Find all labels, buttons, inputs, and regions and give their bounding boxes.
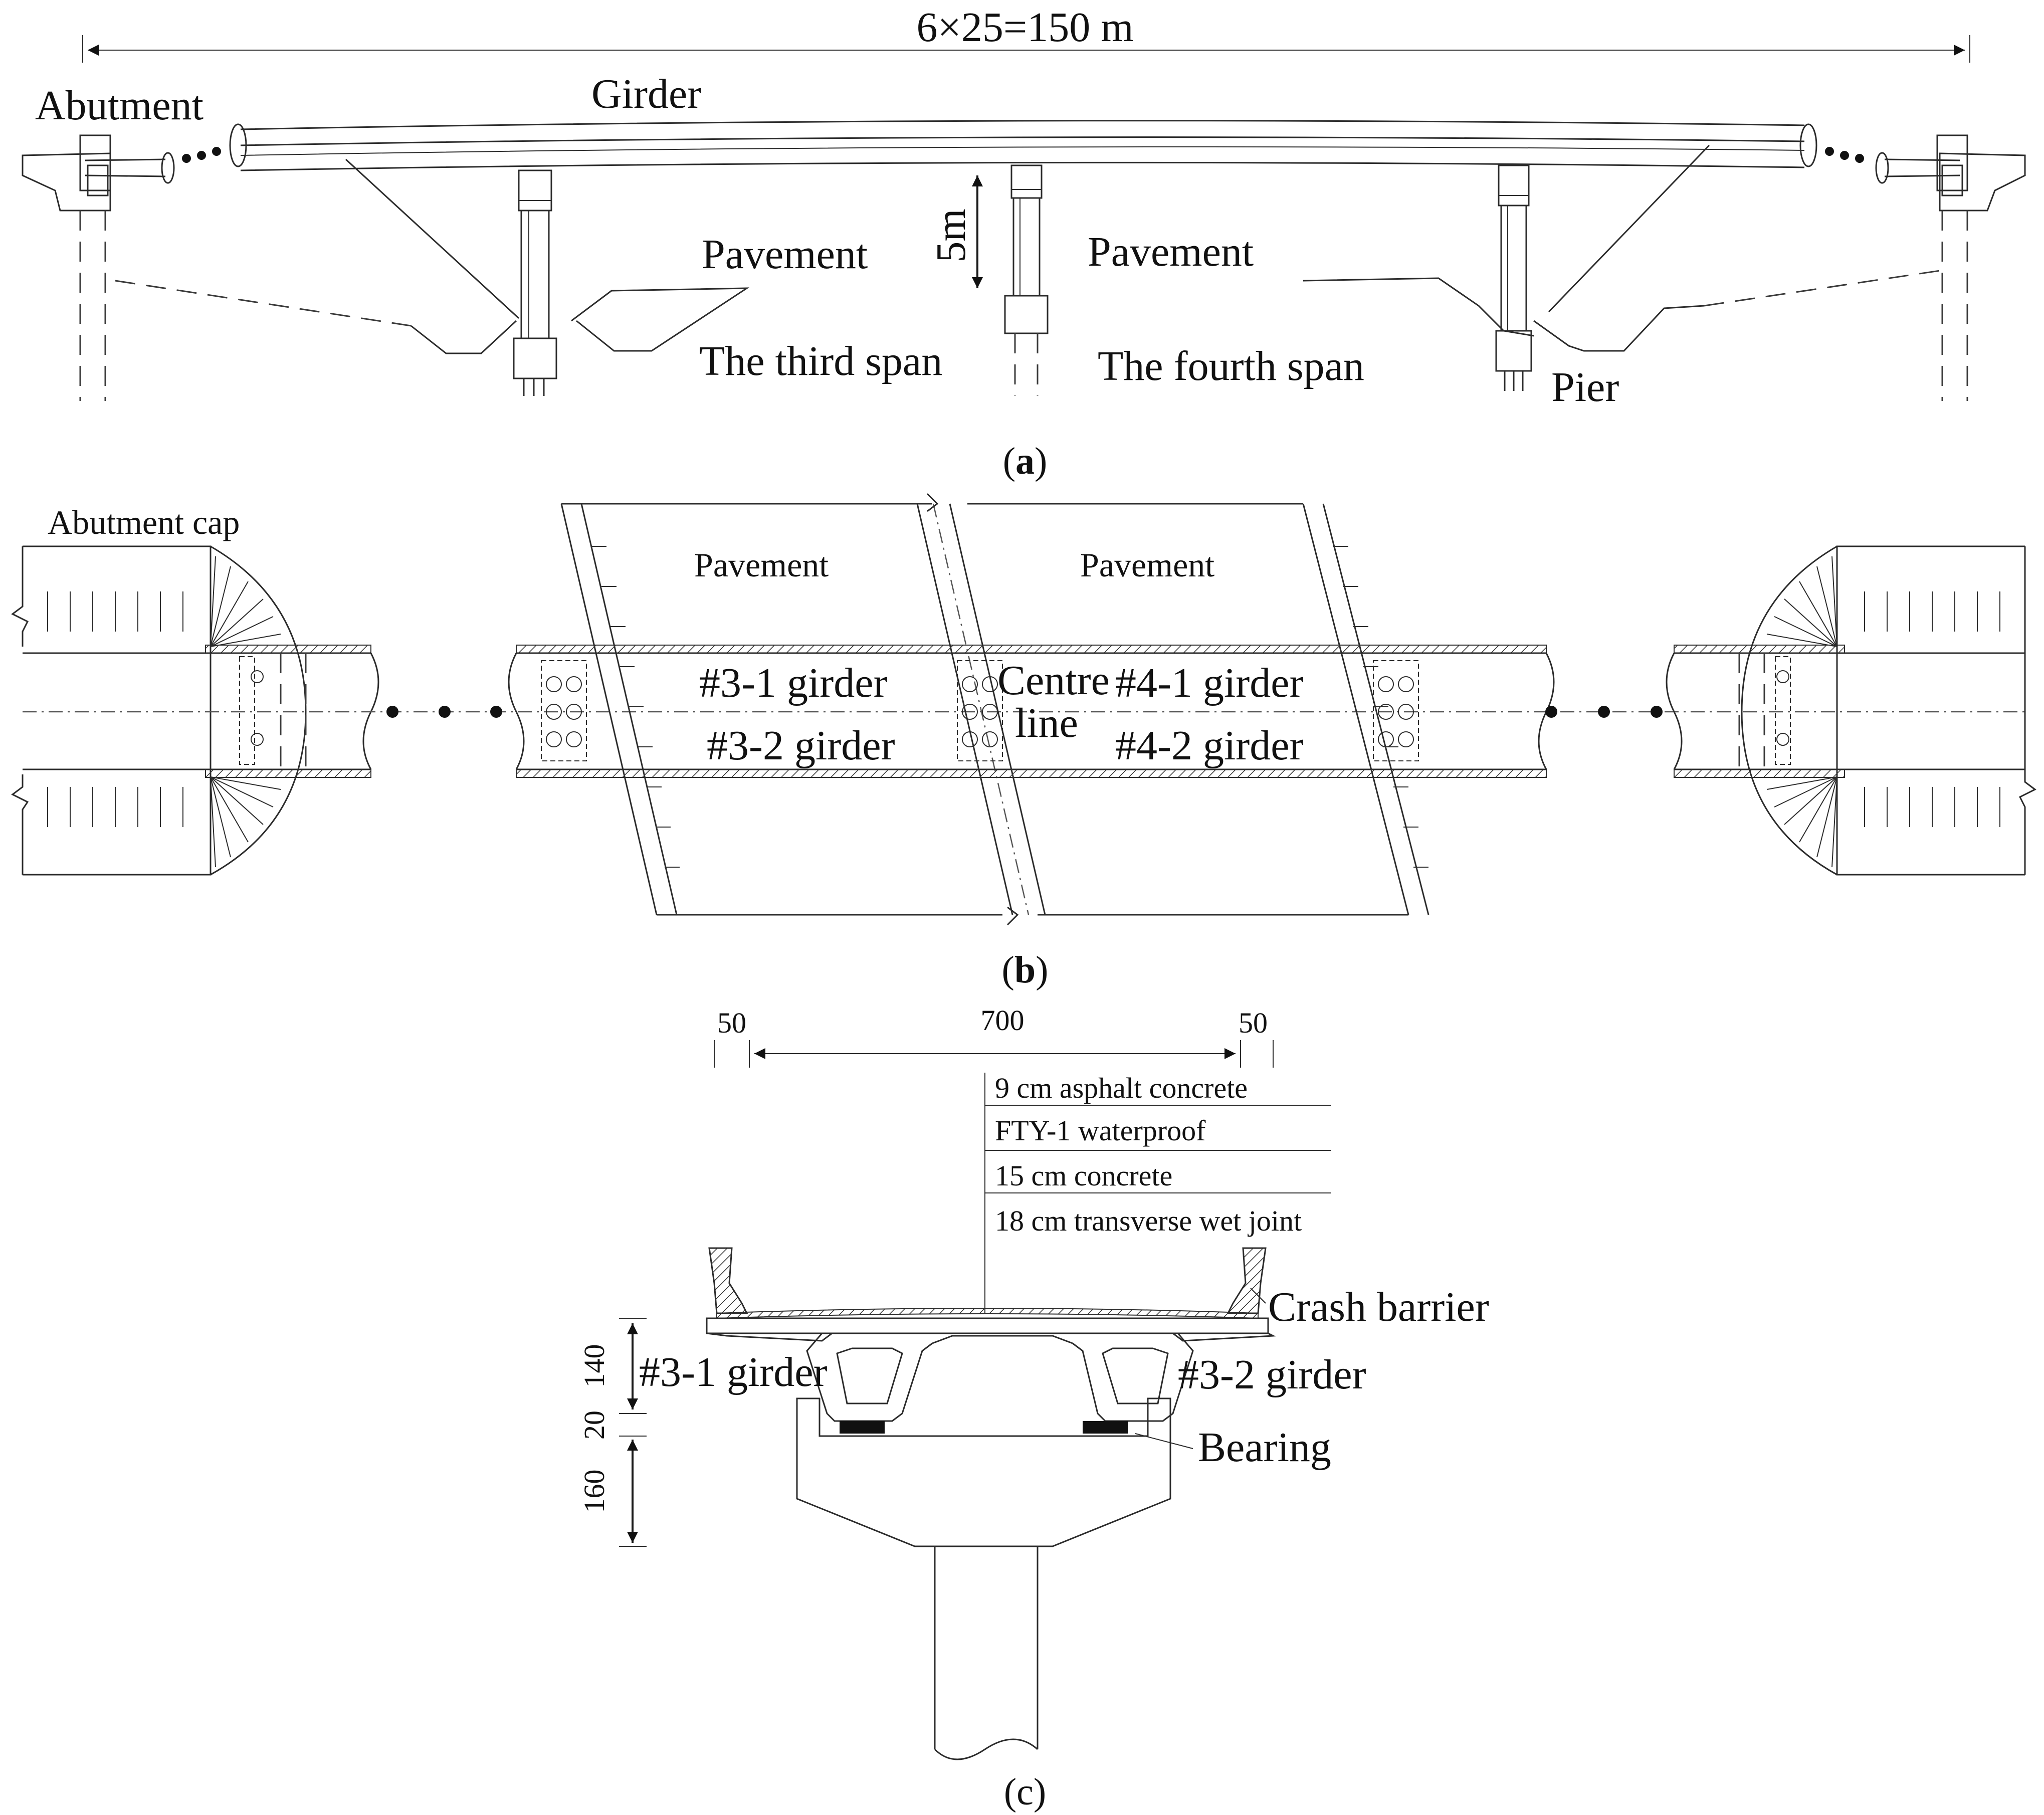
centre-line-label-2: line [1015,700,1078,746]
continuation-dot [386,706,398,718]
abutment-cap-label: Abutment cap [48,503,240,541]
bearing-group-centre [957,660,1003,761]
bearing-leader [1135,1433,1193,1449]
girder-4-2-label: #4-2 girder [1115,722,1304,769]
pier-left [513,169,557,396]
panel-c-cross-section: 50 700 50 9 cm asphalt concrete FTY-1 wa… [578,1004,1489,1813]
layer-callout: 9 cm asphalt concrete FTY-1 waterproof 1… [984,1072,1331,1313]
continuation-dot [1840,151,1849,160]
bearing-group-left [541,660,587,761]
panel-b-plan: Abutment cap Pavement Pavement #3-1 gird… [11,493,2036,991]
strut-right [1548,144,1710,313]
ground-right-ditch [1533,305,1705,352]
pavement-fourth-span [1303,277,1534,337]
pavement-third-span [571,287,750,352]
deck-section [706,1308,1276,1422]
continuation-dot [197,151,206,160]
layer-waterproof: FTY-1 waterproof [995,1114,1206,1147]
girder-elevation [85,120,1960,184]
continuation-dot [1651,706,1663,718]
continuation-dot [1545,706,1557,718]
abutment-cap-left [11,545,307,876]
pavement-label-left: Pavement [694,546,829,584]
continuation-dot [439,706,451,718]
bearing-group-right [1373,660,1419,761]
span-dimension-label: 6×25=150 m [916,4,1133,51]
continuation-dot [212,147,221,156]
height-dimensions [619,1318,647,1547]
caption-c: (c) [1004,1771,1046,1813]
bearing-label: Bearing [1198,1424,1331,1471]
pavement-label-right: Pavement [1088,229,1254,275]
strut-left [345,158,520,319]
crash-barrier-leader [1250,1288,1266,1304]
girder-4-1-label: #4-1 girder [1115,660,1304,706]
layer-wet-joint: 18 cm transverse wet joint [995,1204,1302,1237]
crash-barrier-label: Crash barrier [1268,1284,1489,1330]
continuation-dot [490,706,502,718]
girder-3-1-label: #3-1 girder [699,660,888,706]
bearing-right [1083,1421,1128,1434]
fourth-span-label: The fourth span [1098,343,1364,389]
continuation-dot [182,154,191,163]
continuation-dot [1598,706,1610,718]
crash-barrier-right [1227,1247,1267,1314]
deck-plan [508,493,1555,926]
abutment-left [22,134,111,401]
abutment-cap-right [1666,545,2036,876]
ground-left [115,280,412,327]
girder-stub-left [23,645,379,778]
third-span-label: The third span [699,338,942,384]
centre-line-label-1: Centre [997,657,1110,704]
clearance-label: 5m [928,209,974,262]
height-160: 160 [578,1470,610,1513]
layer-concrete: 15 cm concrete [995,1159,1172,1192]
pavement-label-left: Pavement [702,231,868,278]
ground-right [1704,270,1940,307]
girder-3-2-label: #3-2 girder [707,722,895,769]
layer-asphalt: 9 cm asphalt concrete [995,1072,1248,1104]
girder-3-2-label: #3-2 girder [1178,1351,1366,1398]
crash-barrier-left [708,1247,748,1314]
dim-700: 700 [981,1004,1025,1037]
abutment-right [1936,134,2026,401]
pier-cap-section [796,1397,1171,1760]
height-140: 140 [578,1344,610,1388]
caption-a: (a) [1003,440,1048,482]
pavement-label-right: Pavement [1080,546,1214,584]
pier-middle [1004,164,1049,396]
panel-a-elevation: 6×25=150 m [22,4,2026,482]
ground-left-ditch [411,320,517,354]
bearing-left [840,1421,885,1434]
abutment-label: Abutment [35,82,203,129]
girder-3-1-label: #3-1 girder [639,1349,828,1395]
height-20: 20 [578,1410,610,1440]
continuation-dot [1825,147,1834,156]
girder-label: Girder [591,71,701,117]
dim-50-right: 50 [1239,1006,1268,1039]
pier-label: Pier [1551,364,1619,411]
continuation-dot [1855,154,1864,163]
dim-50-left: 50 [717,1006,746,1039]
pier-right [1495,164,1532,391]
caption-b: (b) [1002,949,1049,991]
